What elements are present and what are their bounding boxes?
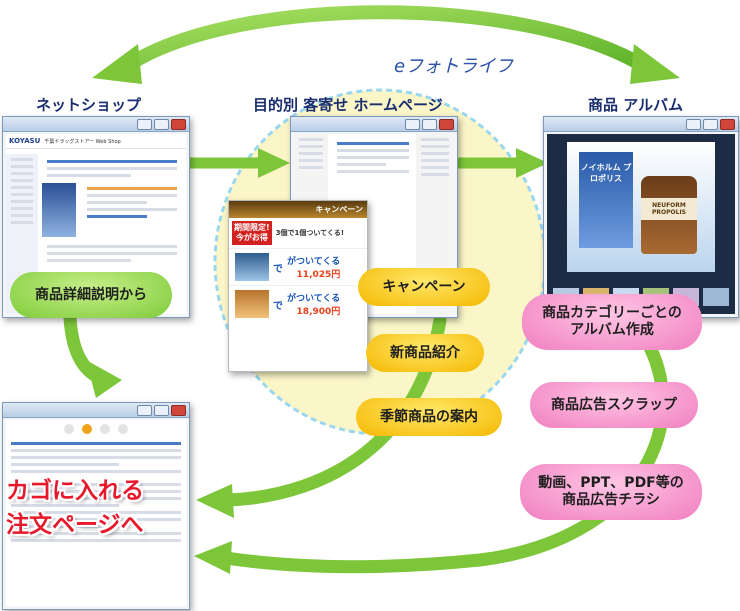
maximize-icon[interactable] bbox=[703, 119, 718, 130]
ad-product-b bbox=[235, 290, 269, 318]
homepage-title: 目的別 客寄せ ホームページ bbox=[253, 96, 443, 114]
netshop-titlebar bbox=[3, 117, 189, 132]
close-icon[interactable] bbox=[439, 119, 454, 130]
cart-window bbox=[2, 402, 190, 610]
efoto-label: eフォトライフ bbox=[394, 56, 514, 77]
album-bottle-label: NEUFORM PROPOLIS bbox=[641, 198, 697, 220]
cart-content bbox=[6, 420, 186, 606]
cart-callout-line1: カゴに入れる bbox=[6, 478, 144, 504]
pill-product-detail: 商品詳細説明から bbox=[10, 272, 172, 318]
pill-seasonal: 季節商品の案内 bbox=[356, 398, 502, 436]
album-title: 商品 アルバム bbox=[588, 96, 684, 114]
ad-offer-b: がついてくる bbox=[287, 294, 341, 304]
ad-price-a: 11,025円 bbox=[296, 270, 341, 280]
album-window: ノイホルム プロポリス NEUFORM PROPOLIS bbox=[543, 116, 739, 318]
top-arc-head-left bbox=[92, 44, 142, 84]
pill-ad-scrap: 商品広告スクラップ bbox=[530, 382, 698, 428]
top-arc-head-right bbox=[630, 44, 680, 84]
pill-new-product: 新商品紹介 bbox=[366, 334, 484, 372]
minimize-icon[interactable] bbox=[137, 119, 152, 130]
category-album-line2: アルバム作成 bbox=[570, 322, 654, 338]
ad-deal: 3個で1個ついてくる! bbox=[275, 229, 345, 237]
ad-limited-line2: 今がお得 bbox=[235, 233, 268, 242]
top-arc-arrow bbox=[123, 5, 647, 71]
album-product-box: ノイホルム プロポリス bbox=[579, 152, 633, 248]
album-thumbnail[interactable] bbox=[703, 288, 729, 306]
ad-de-a: で bbox=[273, 263, 283, 275]
minimize-icon[interactable] bbox=[405, 119, 420, 130]
ad-flyer-line2: 商品広告チラシ bbox=[562, 492, 660, 508]
close-icon[interactable] bbox=[720, 119, 735, 130]
ad-price-b: 18,900円 bbox=[296, 307, 341, 317]
ad-product-a bbox=[235, 253, 269, 281]
shop-main bbox=[42, 156, 182, 266]
pill-ad-flyer: 動画、PPT、PDF等の 商品広告チラシ bbox=[520, 464, 702, 520]
netshop-title: ネットショップ bbox=[36, 96, 142, 114]
ad-flyer-line1: 動画、PPT、PDF等の bbox=[538, 475, 684, 491]
homepage-titlebar bbox=[291, 117, 457, 132]
close-icon[interactable] bbox=[171, 405, 186, 416]
shop-heading: 千葉ドラッグストアー Web Shop bbox=[44, 138, 121, 145]
ad-offer-a: がついてくる bbox=[287, 257, 341, 267]
album-content: ノイホルム プロポリス NEUFORM PROPOLIS bbox=[547, 134, 735, 314]
cart-titlebar bbox=[3, 403, 189, 418]
ad-de-b: で bbox=[273, 300, 283, 312]
category-album-line1: 商品カテゴリーごとの bbox=[542, 305, 682, 321]
cart-callout-line2: 注文ページへ bbox=[6, 512, 144, 538]
pill-campaign: キャンペーン bbox=[358, 268, 490, 306]
product-box-thumb bbox=[42, 183, 76, 237]
album-photo: ノイホルム プロポリス NEUFORM PROPOLIS bbox=[567, 142, 715, 272]
album-titlebar bbox=[544, 117, 738, 132]
pill-category-album: 商品カテゴリーごとの アルバム作成 bbox=[522, 294, 702, 350]
close-icon[interactable] bbox=[171, 119, 186, 130]
minimize-icon[interactable] bbox=[686, 119, 701, 130]
maximize-icon[interactable] bbox=[154, 405, 169, 416]
minimize-icon[interactable] bbox=[137, 405, 152, 416]
ad-limited-line1: 期間限定! bbox=[234, 223, 270, 232]
homepage-main bbox=[332, 138, 414, 177]
shop-brand: KOYASU bbox=[9, 137, 41, 145]
ad-campaign-header: キャンペーン bbox=[229, 201, 367, 218]
cart-callout: カゴに入れる 注文ページへ bbox=[6, 474, 144, 542]
step-3-icon bbox=[100, 424, 110, 434]
maximize-icon[interactable] bbox=[154, 119, 169, 130]
step-2-icon bbox=[82, 424, 92, 434]
campaign-ad-flyer: キャンペーン 期間限定! 今がお得 3個で1個ついてくる! で がついてくる 1… bbox=[228, 200, 368, 372]
step-1-icon bbox=[64, 424, 74, 434]
step-4-icon bbox=[118, 424, 128, 434]
maximize-icon[interactable] bbox=[422, 119, 437, 130]
